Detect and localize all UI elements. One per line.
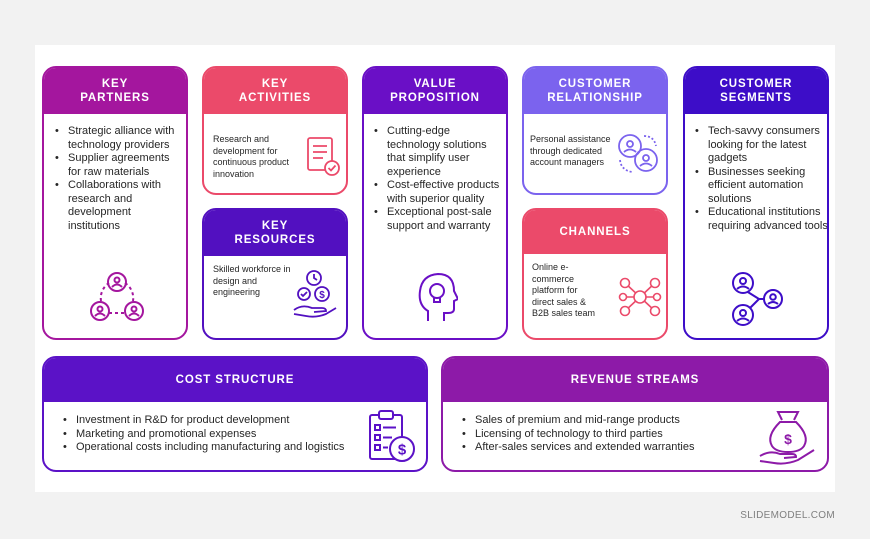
value-proposition-list: Cutting-edge technology solutions that s… (373, 125, 506, 233)
customer-segments-list: Tech-savvy consumers looking for the lat… (694, 125, 827, 233)
list-item: Licensing of technology to third parties (461, 428, 761, 442)
key-activities-header: KEY ACTIVITIES (204, 68, 346, 114)
document-check-icon (304, 136, 342, 183)
cost-structure-card: COST STRUCTURE Investment in R&D for pro… (42, 356, 428, 472)
value-proposition-card: VALUE PROPOSITION Cutting-edge technolog… (362, 66, 508, 340)
key-activities-text: Research and development for continuous … (213, 134, 290, 179)
revenue-streams-card: REVENUE STREAMS Sales of premium and mid… (441, 356, 829, 472)
key-resources-text: Skilled workforce in design and engineer… (213, 264, 291, 297)
head-lightbulb-icon (414, 271, 460, 328)
user-network-icon (729, 271, 785, 332)
key-activities-title-2: ACTIVITIES (238, 92, 312, 104)
customer-segments-header: CUSTOMER SEGMENTS (685, 68, 827, 114)
key-activities-title-1: KEY (261, 78, 289, 90)
svg-text:$: $ (398, 442, 407, 459)
footer-credit: SLIDEMODEL.COM (740, 510, 835, 521)
customer-relationship-card: CUSTOMER RELATIONSHIP Personal assistanc… (522, 66, 668, 195)
key-resources-title-1: KEY (261, 220, 289, 232)
channels-title: CHANNELS (559, 226, 631, 238)
customer-relationship-text: Personal assistance through dedicated ac… (530, 134, 611, 167)
list-item: Strategic alliance with technology provi… (54, 125, 184, 152)
customer-segments-title-2: SEGMENTS (720, 92, 792, 104)
money-bag-hand-icon: $ (758, 408, 818, 470)
customer-relationship-title-1: CUSTOMER (558, 78, 632, 90)
key-resources-header: KEY RESOURCES (204, 210, 346, 256)
value-proposition-title-1: VALUE (413, 78, 457, 90)
key-resources-card: KEY RESOURCES Skilled workforce in desig… (202, 208, 348, 340)
key-activities-card: KEY ACTIVITIES Research and development … (202, 66, 348, 195)
key-partners-title-2: PARTNERS (80, 92, 150, 104)
people-network-icon (89, 271, 145, 328)
channels-card: CHANNELS Online e-commerce platform for … (522, 208, 668, 340)
value-proposition-header: VALUE PROPOSITION (364, 68, 506, 114)
svg-text:$: $ (784, 431, 792, 447)
key-partners-list: Strategic alliance with technology provi… (54, 125, 184, 233)
list-item: Operational costs including manufacturin… (62, 441, 382, 455)
list-item: Supplier agreements for raw materials (54, 152, 184, 179)
list-item: Cutting-edge technology solutions that s… (373, 125, 506, 179)
list-item: Marketing and promotional expenses (62, 428, 382, 442)
hand-money-icon: $ (292, 268, 340, 325)
key-resources-title-2: RESOURCES (234, 234, 316, 246)
svg-text:$: $ (319, 290, 325, 301)
customer-support-icon (616, 132, 660, 179)
customer-segments-title-1: CUSTOMER (719, 78, 793, 90)
list-item: Collaborations with research and develop… (54, 179, 184, 233)
list-item: Cost-effective products with superior qu… (373, 179, 506, 206)
list-item: Sales of premium and mid-range products (461, 414, 761, 428)
key-partners-title-1: KEY (101, 78, 129, 90)
revenue-streams-title: REVENUE STREAMS (570, 374, 700, 386)
revenue-streams-list: Sales of premium and mid-range products … (461, 414, 761, 455)
value-proposition-title-2: PROPOSITION (390, 92, 480, 104)
cost-structure-title: COST STRUCTURE (175, 374, 295, 386)
key-partners-card: KEY PARTNERS Strategic alliance with tec… (42, 66, 188, 340)
list-item: Tech-savvy consumers looking for the lat… (694, 125, 827, 166)
clipboard-dollar-icon: $ (368, 409, 416, 470)
list-item: Investment in R&D for product developmen… (62, 414, 382, 428)
channels-header: CHANNELS (524, 210, 666, 254)
list-item: Businesses seeking efficient automation … (694, 166, 827, 207)
list-item: Exceptional post-sale support and warran… (373, 206, 506, 233)
customer-segments-card: CUSTOMER SEGMENTS Tech-savvy consumers l… (683, 66, 829, 340)
revenue-streams-header: REVENUE STREAMS (443, 358, 827, 402)
list-item: Educational institutions requiring advan… (694, 206, 827, 233)
key-partners-header: KEY PARTNERS (44, 68, 186, 114)
cost-structure-list: Investment in R&D for product developmen… (62, 414, 382, 455)
network-nodes-icon (618, 276, 662, 323)
customer-relationship-title-2: RELATIONSHIP (547, 92, 643, 104)
customer-relationship-header: CUSTOMER RELATIONSHIP (524, 68, 666, 114)
channels-text: Online e-commerce platform for direct sa… (532, 262, 596, 318)
cost-structure-header: COST STRUCTURE (44, 358, 426, 402)
list-item: After-sales services and extended warran… (461, 441, 761, 455)
